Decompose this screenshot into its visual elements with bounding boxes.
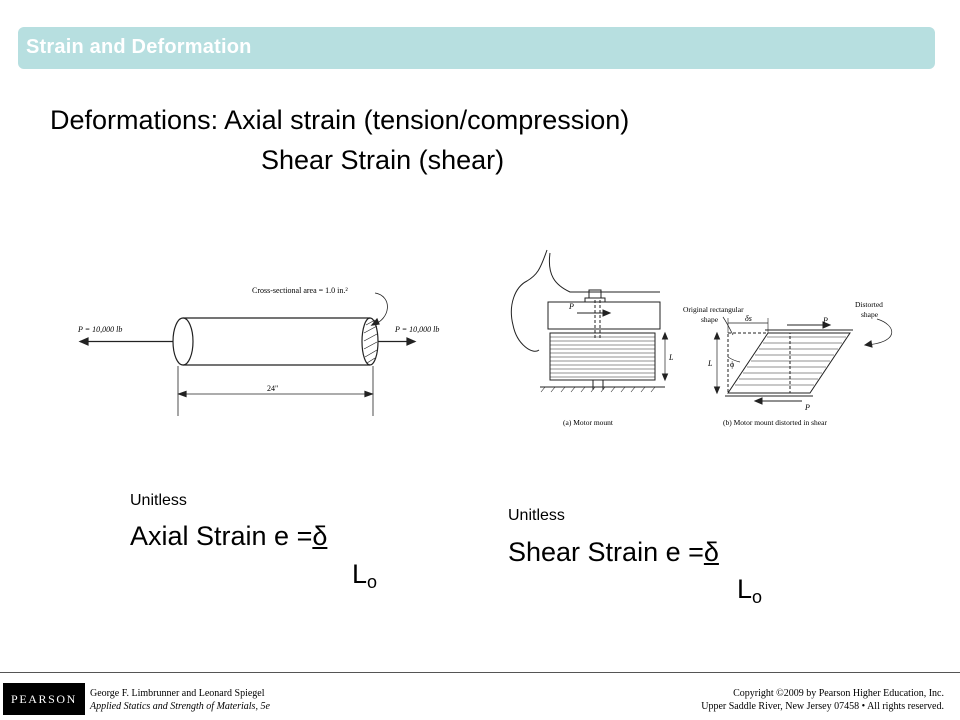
axial-denominator-l: L — [352, 559, 368, 589]
shear-p-label: P — [568, 302, 574, 311]
axial-denominator: Lo — [352, 559, 377, 593]
length-label: 24" — [267, 384, 278, 393]
shear-p-top-label: P — [822, 316, 828, 325]
original-shape-label: Original rectangular — [683, 305, 744, 314]
shear-p-bottom-label: P — [804, 403, 810, 412]
cross-section-label: Cross-sectional area = 1.0 in.² — [252, 286, 348, 295]
axial-bar-figure: Cross-sectional area = 1.0 in.² P = 10,0… — [77, 286, 439, 416]
shear-formula-prefix: Shear Strain e = — [508, 537, 704, 567]
original-shape-label-2: shape — [701, 315, 719, 324]
axial-formula-prefix: Axial Strain e = — [130, 521, 313, 551]
footer-credits: George F. Limbrunner and Leonard Spiegel… — [90, 687, 270, 713]
footer-copyright: Copyright ©2009 by Pearson Higher Educat… — [701, 687, 944, 713]
pearson-logo: PEARSON — [3, 683, 85, 715]
delta-s-label: δs — [745, 314, 752, 323]
axial-delta: δ — [312, 521, 328, 551]
shear-mount-figure: P L Original rectangular shape Distorted… — [510, 249, 893, 427]
shear-delta: δ — [703, 537, 719, 567]
footer-authors: George F. Limbrunner and Leonard Spiegel — [90, 688, 265, 699]
phi-label: ϕ — [730, 360, 734, 369]
footer-copyright-line-2: Upper Saddle River, New Jersey 07458 • A… — [701, 701, 944, 712]
shear-denominator: Lo — [737, 574, 762, 608]
axial-denominator-sub: o — [367, 572, 378, 592]
footer-book-title: Applied Statics and Strength of Material… — [90, 701, 270, 712]
distorted-shape-label-2: shape — [861, 310, 879, 319]
load-right-label: P = 10,000 lb — [394, 325, 439, 334]
headline-line-2: Shear Strain (shear) — [261, 145, 505, 175]
header-bar: Strain and Deformation — [18, 27, 935, 69]
shear-denominator-sub: o — [752, 587, 763, 607]
footer-copyright-line-1: Copyright ©2009 by Pearson Higher Educat… — [733, 688, 944, 699]
shear-l-label-a: L — [668, 353, 674, 362]
shear-strain-formula: Shear Strain e =δ — [508, 537, 719, 568]
caption-b: (b) Motor mount distorted in shear — [723, 418, 827, 427]
caption-a: (a) Motor mount — [563, 418, 614, 427]
shear-unitless-note: Unitless — [508, 507, 565, 524]
headline-line-1: Deformations: Axial strain (tension/comp… — [50, 105, 630, 135]
shear-l-label-b: L — [707, 359, 713, 368]
axial-unitless-note: Unitless — [130, 492, 187, 509]
slide-section-title: Strain and Deformation — [26, 36, 252, 58]
axial-strain-formula: Axial Strain e =δ — [130, 521, 327, 552]
load-left-label: P = 10,000 lb — [77, 325, 122, 334]
shear-denominator-l: L — [737, 574, 753, 604]
footer-divider — [0, 672, 960, 673]
distorted-shape-label: Distorted — [855, 300, 883, 309]
